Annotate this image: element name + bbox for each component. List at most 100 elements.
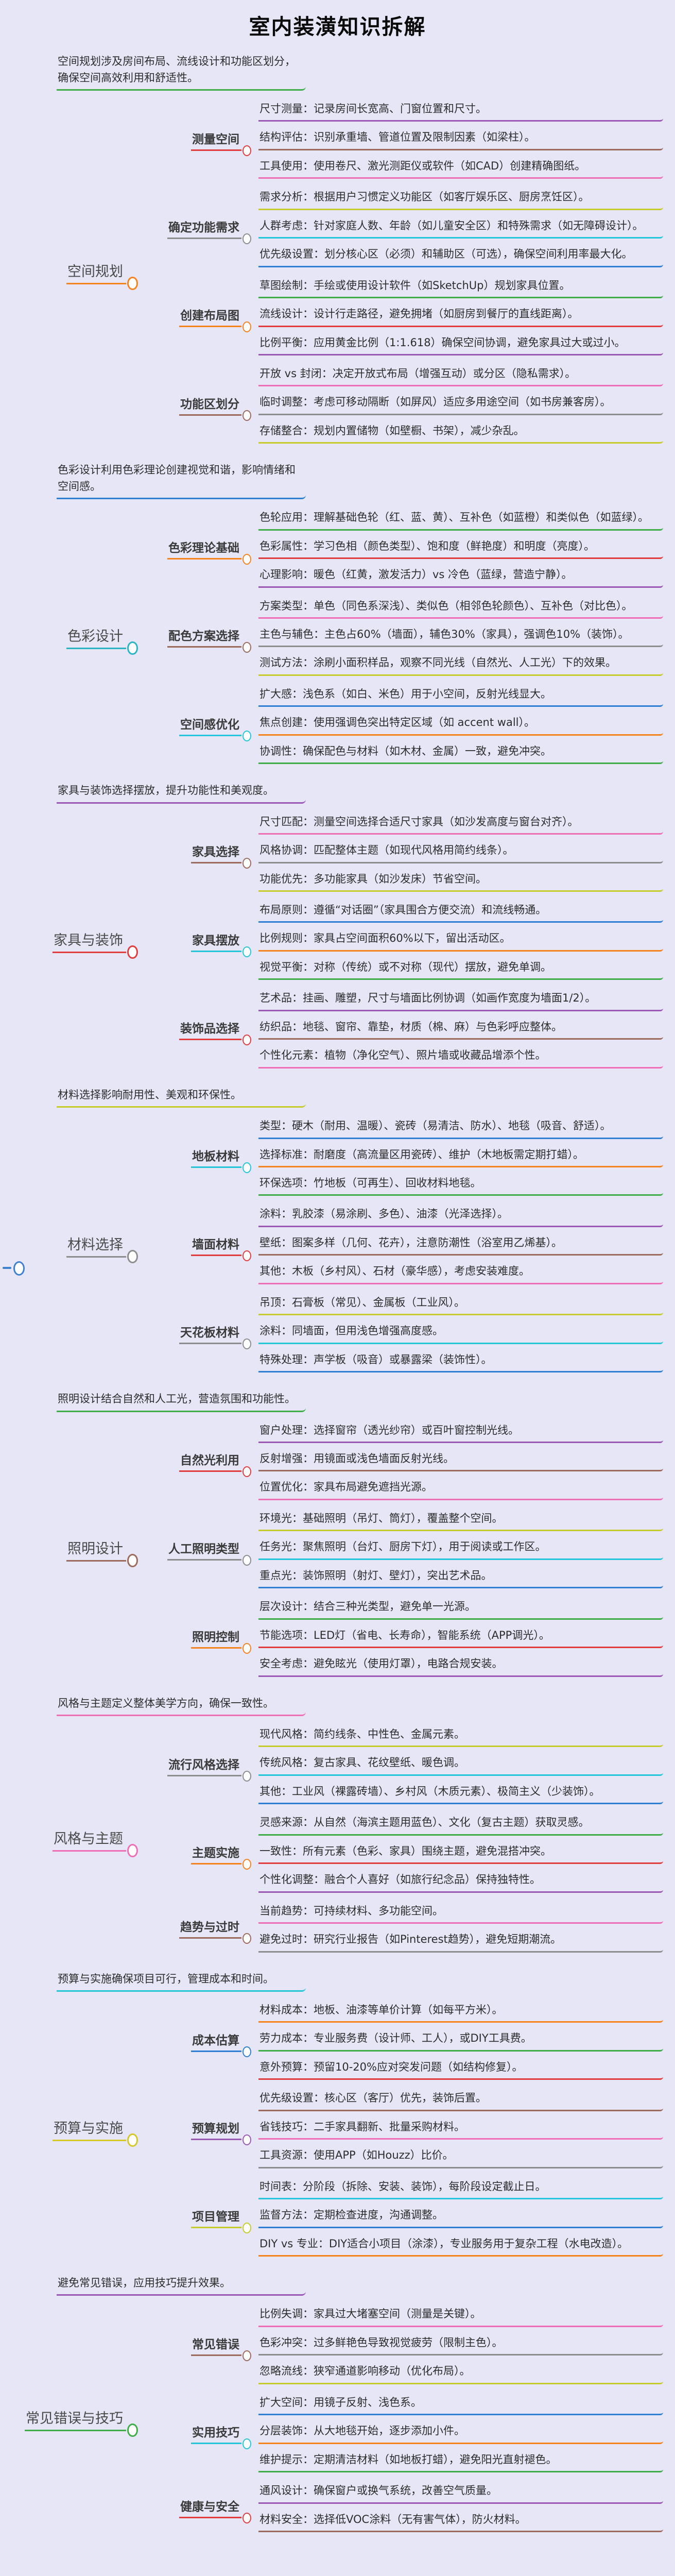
leaf-item[interactable]: 人群考虑：针对家庭人数、年龄（如儿童安全区）和特殊需求（如无障碍设计）。 <box>258 218 663 239</box>
leaf-item[interactable]: 个性化元素：植物（净化空气）、照片墙或收藏品增添个性。 <box>258 1047 663 1069</box>
leaf-item[interactable]: 方案类型：单色（同色系深浅）、类似色（相邻色轮颜色）、互补色（对比色）。 <box>258 598 663 619</box>
leaf-item[interactable]: 任务光：聚焦照明（台灯、厨房下灯），用于阅读或工作区。 <box>258 1539 663 1560</box>
leaf-item[interactable]: 监督方法：定期检查进度，沟通调整。 <box>258 2207 663 2228</box>
subtopic-label[interactable]: 人工照明类型 <box>167 1539 241 1561</box>
subtopic-label[interactable]: 趋势与过时 <box>179 1917 241 1939</box>
branch-label[interactable]: 常见错误与技巧 <box>25 2407 126 2432</box>
subtopic-label[interactable]: 空间感优化 <box>179 715 241 736</box>
subtopic-node-circle[interactable] <box>243 2513 251 2523</box>
leaf-item[interactable]: 一致性：所有元素（色彩、家具）围绕主题，避免混搭冲突。 <box>258 1843 663 1865</box>
leaf-item[interactable]: 结构评估：识别承重墙、管道位置及限制因素（如梁柱）。 <box>258 129 663 150</box>
leaf-item[interactable]: 现代风格：简约线条、中性色、金属元素。 <box>258 1726 663 1748</box>
branch-node-circle[interactable] <box>127 2133 138 2147</box>
subtopic-label[interactable]: 常见错误 <box>191 2334 241 2357</box>
branch-label[interactable]: 照明设计 <box>66 1537 126 1562</box>
subtopic-label[interactable]: 确定功能需求 <box>167 217 241 239</box>
branch-label[interactable]: 风格与主题 <box>53 1827 126 1852</box>
branch-node-circle[interactable] <box>127 2424 138 2437</box>
leaf-item[interactable]: 传统风格：复古家具、花纹壁纸、暖色调。 <box>258 1755 663 1776</box>
branch-node-circle[interactable] <box>127 945 138 959</box>
leaf-item[interactable]: 色彩冲突：过多鲜艳色导致视觉疲劳（限制主色）。 <box>258 2335 663 2356</box>
subtopic-node-circle[interactable] <box>243 2438 251 2450</box>
leaf-item[interactable]: 主色与辅色：主色占60%（墙面），辅色30%（家具），强调色10%（装饰）。 <box>258 626 663 648</box>
leaf-item[interactable]: 维护提示：定期清洁材料（如地板打蜡），避免阳光直射褪色。 <box>258 2452 663 2473</box>
subtopic-node-circle[interactable] <box>243 946 251 957</box>
leaf-item[interactable]: 时间表：分阶段（拆除、安装、装饰），每阶段设定截止日。 <box>258 2179 663 2200</box>
branch-node-circle[interactable] <box>127 1843 138 1857</box>
branch-node-circle[interactable] <box>127 641 138 655</box>
subtopic-label[interactable]: 创建布局图 <box>179 306 241 328</box>
leaf-item[interactable]: 分层装饰：从大地毯开始，逐步添加小件。 <box>258 2423 663 2444</box>
leaf-item[interactable]: 需求分析：根据用户习惯定义功能区（如客厅娱乐区、厨房烹饪区）。 <box>258 189 663 210</box>
subtopic-node-circle[interactable] <box>243 1770 251 1782</box>
leaf-item[interactable]: 省钱技巧：二手家具翻新、批量采购材料。 <box>258 2119 663 2140</box>
leaf-item[interactable]: 吊顶：石膏板（常见）、金属板（工业风）。 <box>258 1295 663 1316</box>
leaf-item[interactable]: 避免过时：研究行业报告（如Pinterest趋势），避免短期潮流。 <box>258 1931 663 1953</box>
subtopic-label[interactable]: 预算规划 <box>191 2119 241 2140</box>
subtopic-label[interactable]: 功能区划分 <box>179 394 241 416</box>
subtopic-label[interactable]: 地板材料 <box>191 1146 241 1168</box>
leaf-item[interactable]: 节能选项：LED灯（省电、长寿命），智能系统（APP调光）。 <box>258 1628 663 1649</box>
subtopic-node-circle[interactable] <box>243 2350 251 2362</box>
leaf-item[interactable]: 安全考虑：避免眩光（使用灯罩），电路合规安装。 <box>258 1656 663 1677</box>
leaf-item[interactable]: 视觉平衡：对称（传统）或不对称（现代）摆放，避免单调。 <box>258 959 663 980</box>
leaf-item[interactable]: 尺寸匹配：测量空间选择合适尺寸家具（如沙发高度与窗台对齐）。 <box>258 814 663 835</box>
subtopic-node-circle[interactable] <box>243 2134 251 2145</box>
subtopic-node-circle[interactable] <box>243 1554 251 1566</box>
leaf-item[interactable]: 选择标准：耐磨度（高流量区用瓷砖）、维护（木地板需定期打蜡）。 <box>258 1147 663 1167</box>
subtopic-label[interactable]: 照明控制 <box>191 1627 241 1649</box>
leaf-item[interactable]: 个性化调整：融合个人喜好（如旅行纪念品）保持独特性。 <box>258 1872 663 1893</box>
leaf-item[interactable]: 比例平衡：应用黄金比例（1:1.618）确保空间协调，避免家具过大或过小。 <box>258 335 663 355</box>
leaf-item[interactable]: 类型：硬木（耐用、温暖）、瓷砖（易清洁、防水）、地毯（吸音、舒适）。 <box>258 1118 663 1139</box>
subtopic-label[interactable]: 健康与安全 <box>179 2497 241 2518</box>
subtopic-node-circle[interactable] <box>243 858 251 869</box>
subtopic-node-circle[interactable] <box>243 1034 251 1045</box>
leaf-item[interactable]: 艺术品：挂画、雕塑，尺寸与墙面比例协调（如画作宽度为墙面1/2）。 <box>258 990 663 1011</box>
leaf-item[interactable]: 存储整合：规划内置储物（如壁橱、书架），减少杂乱。 <box>258 423 663 444</box>
subtopic-node-circle[interactable] <box>243 1250 251 1262</box>
branch-label[interactable]: 空间规划 <box>66 260 126 285</box>
leaf-item[interactable]: 其他：木板（乡村风）、石材（豪华感），考虑安装难度。 <box>258 1263 663 1284</box>
leaf-item[interactable]: 协调性：确保配色与材料（如木材、金属）一致，避免冲突。 <box>258 743 663 765</box>
leaf-item[interactable]: 比例规则：家具占空间面积60%以下，留出活动区。 <box>258 930 663 952</box>
subtopic-node-circle[interactable] <box>243 1858 251 1870</box>
subtopic-node-circle[interactable] <box>243 321 251 333</box>
leaf-item[interactable]: 灵感来源：从自然（海滨主题用蓝色）、文化（复古主题）获取灵感。 <box>258 1815 663 1836</box>
leaf-item[interactable]: 焦点创建：使用强调色突出特定区域（如 accent wall）。 <box>258 715 663 736</box>
branch-label[interactable]: 预算与实施 <box>53 2117 126 2142</box>
leaf-item[interactable]: 工具使用：使用卷尺、激光测距仪或软件（如CAD）创建精确图纸。 <box>258 158 663 179</box>
leaf-item[interactable]: 劳力成本：专业服务费（设计师、工人），或DIY工具费。 <box>258 2030 663 2052</box>
leaf-item[interactable]: 色轮应用：理解基础色轮（红、蓝、黄）、互补色（如蓝橙）和类似色（如蓝绿）。 <box>258 510 663 531</box>
leaf-item[interactable]: 色彩属性：学习色相（颜色类型）、饱和度（鲜艳度）和明度（亮度）。 <box>258 538 663 560</box>
leaf-item[interactable]: 当前趋势：可持续材料、多功能空间。 <box>258 1903 663 1924</box>
leaf-item[interactable]: 窗户处理：选择窗帘（透光纱帘）或百叶窗控制光线。 <box>258 1422 663 1443</box>
subtopic-label[interactable]: 装饰品选择 <box>179 1019 241 1040</box>
leaf-item[interactable]: 纺织品：地毯、窗帘、靠垫，材质（棉、麻）与色彩呼应整体。 <box>258 1019 663 1040</box>
subtopic-node-circle[interactable] <box>243 553 251 565</box>
leaf-item[interactable]: 草图绘制：手绘或使用设计软件（如SketchUp）规划家具位置。 <box>258 278 663 299</box>
subtopic-node-circle[interactable] <box>243 1162 251 1173</box>
leaf-item[interactable]: 环境光：基础照明（吊灯、筒灯），覆盖整个空间。 <box>258 1511 663 1532</box>
subtopic-node-circle[interactable] <box>243 1642 251 1654</box>
leaf-item[interactable]: 开放 vs 封闭：决定开放式布局（增强互动）或分区（隐私需求）。 <box>258 366 663 387</box>
leaf-item[interactable]: 心理影响：暖色（红黄，激发活力）vs 冷色（蓝绿，营造宁静）。 <box>258 567 663 588</box>
branch-label[interactable]: 材料选择 <box>66 1233 126 1258</box>
leaf-item[interactable]: 流线设计：设计行走路径，避免拥堵（如厨房到餐厅的直线距离）。 <box>258 306 663 327</box>
root-node-circle[interactable] <box>3 1261 25 1276</box>
leaf-item[interactable]: 涂料：同墙面，但用浅色增强高度感。 <box>258 1323 663 1344</box>
subtopic-label[interactable]: 家具选择 <box>191 842 241 864</box>
subtopic-label[interactable]: 测量空间 <box>191 129 241 151</box>
leaf-item[interactable]: 工具资源：使用APP（如Houzz）比价。 <box>258 2147 663 2168</box>
branch-node-circle[interactable] <box>127 277 138 291</box>
leaf-item[interactable]: 布局原则：遵循“对话圈”（家具围合方便交流）和流线畅通。 <box>258 902 663 923</box>
leaf-item[interactable]: 通风设计：确保窗户或换气系统，改善空气质量。 <box>258 2483 663 2504</box>
leaf-item[interactable]: 其他：工业风（裸露砖墙）、乡村风（木质元素）、极简主义（少装饰）。 <box>258 1784 663 1805</box>
subtopic-node-circle[interactable] <box>243 2046 251 2057</box>
leaf-item[interactable]: 壁纸：图案多样（几何、花卉），注意防潮性（浴室用乙烯基）。 <box>258 1235 663 1256</box>
leaf-item[interactable]: 反射增强：用镜面或浅色墙面反射光线。 <box>258 1451 663 1472</box>
leaf-item[interactable]: 优先级设置：划分核心区（必须）和辅助区（可选），确保空间利用率最大化。 <box>258 246 663 267</box>
leaf-item[interactable]: 临时调整：考虑可移动隔断（如屏风）适应多用途空间（如书房兼客房）。 <box>258 394 663 415</box>
leaf-item[interactable]: 位置优化：家具布局避免遮挡光源。 <box>258 1479 663 1500</box>
subtopic-label[interactable]: 色彩理论基础 <box>167 538 241 560</box>
subtopic-node-circle[interactable] <box>243 2223 251 2234</box>
